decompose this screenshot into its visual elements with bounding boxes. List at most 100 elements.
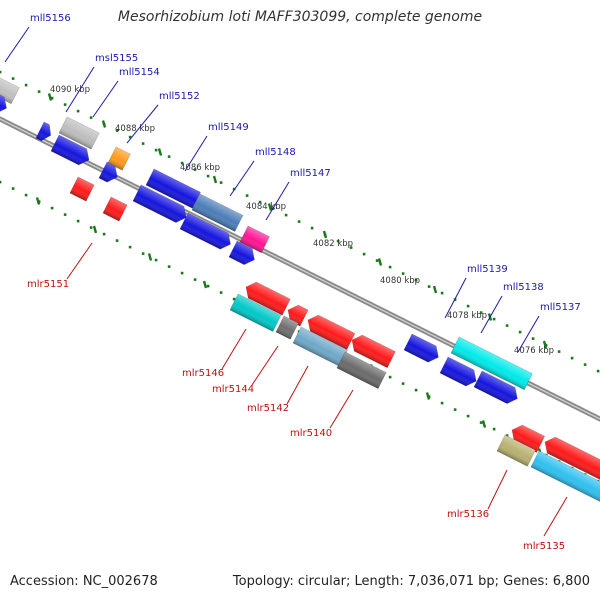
gene-label-mlr5151: mlr5151 <box>27 279 69 290</box>
scale-track-dot-upper <box>466 304 470 308</box>
gene-block-mlr5135-upper-shading <box>545 437 600 486</box>
scale-track-dot-lower <box>492 427 496 431</box>
scale-tick-upper <box>212 175 218 184</box>
scale-track-dot-upper <box>349 246 353 249</box>
gene-block-mll5147 <box>239 225 270 254</box>
gene-block-mll5138-lower-shading <box>439 356 477 387</box>
scale-track-dot-upper <box>37 90 41 93</box>
gene-label-mlr5140-leader <box>329 389 354 429</box>
scale-track-dot-upper <box>76 109 80 113</box>
scale-track-dot-lower <box>219 291 223 294</box>
gene-block-mlr5151 <box>69 176 95 202</box>
gene-block-mlr5146 <box>229 293 282 332</box>
gene-block-mlr5136-shading <box>496 434 536 467</box>
scale-track-dot-upper <box>258 200 262 204</box>
scale-tick-lower <box>425 392 431 400</box>
gene-label-mlr5144: mlr5144 <box>212 384 254 395</box>
scale-track-dot-upper <box>11 77 15 80</box>
gene-block-mll5147-shading <box>239 225 270 253</box>
scale-tick-lower <box>202 280 208 289</box>
gene-block-mlr5146-upper-shading <box>246 282 291 316</box>
gene-label-mlr5142: mlr5142 <box>247 403 289 414</box>
gene-block-mll5152-shading <box>107 146 131 171</box>
scale-track-dot-upper <box>427 285 431 288</box>
scale-track-dot-lower <box>388 375 392 379</box>
scale-track-dot-upper <box>232 187 236 191</box>
scale-track-dot-lower <box>76 219 80 223</box>
scale-track-dot-upper <box>154 148 158 152</box>
scale-label: 4086 kbp <box>180 163 220 173</box>
scale-track-dot-upper <box>479 311 483 314</box>
scale-track-dot-lower <box>401 382 405 385</box>
scale-tick-upper <box>322 230 328 239</box>
scale-track-dot-lower <box>89 226 93 229</box>
scale-track-dot-lower <box>453 408 457 411</box>
scale-track-dot-upper <box>245 194 249 197</box>
gene-label-mll5156-leader <box>4 26 30 63</box>
gene-block-mll5152-arrow <box>98 161 118 183</box>
scale-track-dot-lower <box>115 239 119 242</box>
scale-label: 4076 kbp <box>514 346 554 356</box>
scale-track-dot-upper <box>219 181 223 184</box>
scale-tick-upper <box>47 93 53 101</box>
scale-track-dot-upper <box>193 168 197 171</box>
scale-track-dot-upper <box>557 350 561 353</box>
gene-block-mll5147-lower <box>228 240 255 265</box>
scale-track-dot-upper <box>167 155 171 158</box>
gene-block-mll5138-lower <box>439 356 477 387</box>
scale-track-dot-lower <box>466 414 470 418</box>
gene-label-msl5155-leader <box>65 66 95 113</box>
scale-track-dot-upper <box>570 356 574 360</box>
gene-label-mlr5142-leader <box>286 365 309 405</box>
gene-block-mlr5151-b <box>102 196 128 222</box>
gene-label-mlr5146: mlr5146 <box>182 368 224 379</box>
scale-track-dot-upper <box>492 317 496 321</box>
gene-block-mll5154 <box>50 134 90 166</box>
gene-label-mll5152: mll5152 <box>159 91 200 102</box>
scale-tick-upper <box>267 203 273 211</box>
scale-track-dot-upper <box>297 220 301 223</box>
scale-track-dot-lower <box>0 180 2 184</box>
gene-label-mlr5151-leader <box>66 242 93 280</box>
gene-block-mll5139 <box>403 333 439 363</box>
gene-block-mll5149 <box>145 168 201 209</box>
scale-track-dot-lower <box>167 265 171 268</box>
scale-tick-lower <box>92 225 98 234</box>
scale-track-dot-lower <box>505 434 509 437</box>
scale-track-dot-lower <box>141 252 145 255</box>
gene-block-mll5149-lower-shading <box>132 184 187 223</box>
scale-tick-upper <box>157 148 163 156</box>
scale-track-dot-upper <box>505 324 509 327</box>
gene-block-mlr5136-upper-shading <box>512 425 545 453</box>
scale-track-dot-lower <box>206 284 210 288</box>
scale-tick-upper <box>542 340 548 349</box>
scale-tick-lower <box>35 197 41 205</box>
scale-track-dot-upper <box>89 116 93 119</box>
gene-label-mll5149-leader <box>184 135 208 172</box>
gene-block-mll5156-arrow <box>0 93 7 114</box>
scale-track-dot-upper <box>583 363 587 366</box>
gene-label-mll5138: mll5138 <box>503 282 544 293</box>
scale-tick-lower <box>481 420 487 428</box>
scale-track-dot-upper <box>115 129 119 132</box>
gene-block-mlr5140-upper-shading <box>352 335 396 368</box>
scale-label: 4078 kbp <box>447 311 487 321</box>
gene-label-mll5152-leader <box>126 104 159 144</box>
gene-block-mll5148-shading <box>191 193 243 232</box>
gene-block-mll5137-shading <box>473 370 518 404</box>
scale-track-dot-lower <box>440 401 444 405</box>
gene-block-mlr5151-b-shading <box>102 196 128 222</box>
scale-label: 4088 kbp <box>115 124 155 134</box>
gene-block-mlr5135-upper <box>544 436 600 487</box>
scale-track-dot-upper <box>414 278 418 282</box>
gene-label-mlr5135: mlr5135 <box>523 541 565 552</box>
gene-block-mlr5142-upper-shading <box>308 315 355 350</box>
gene-block-mlr5140-upper <box>351 334 396 369</box>
scale-track-dot-lower <box>63 213 67 216</box>
scale-track-dot-lower <box>102 232 106 236</box>
gene-block-mlr5142-upper <box>307 314 356 350</box>
gene-block-mll5149-lower <box>132 184 187 223</box>
gene-block-mlr5142-shading <box>292 326 348 367</box>
